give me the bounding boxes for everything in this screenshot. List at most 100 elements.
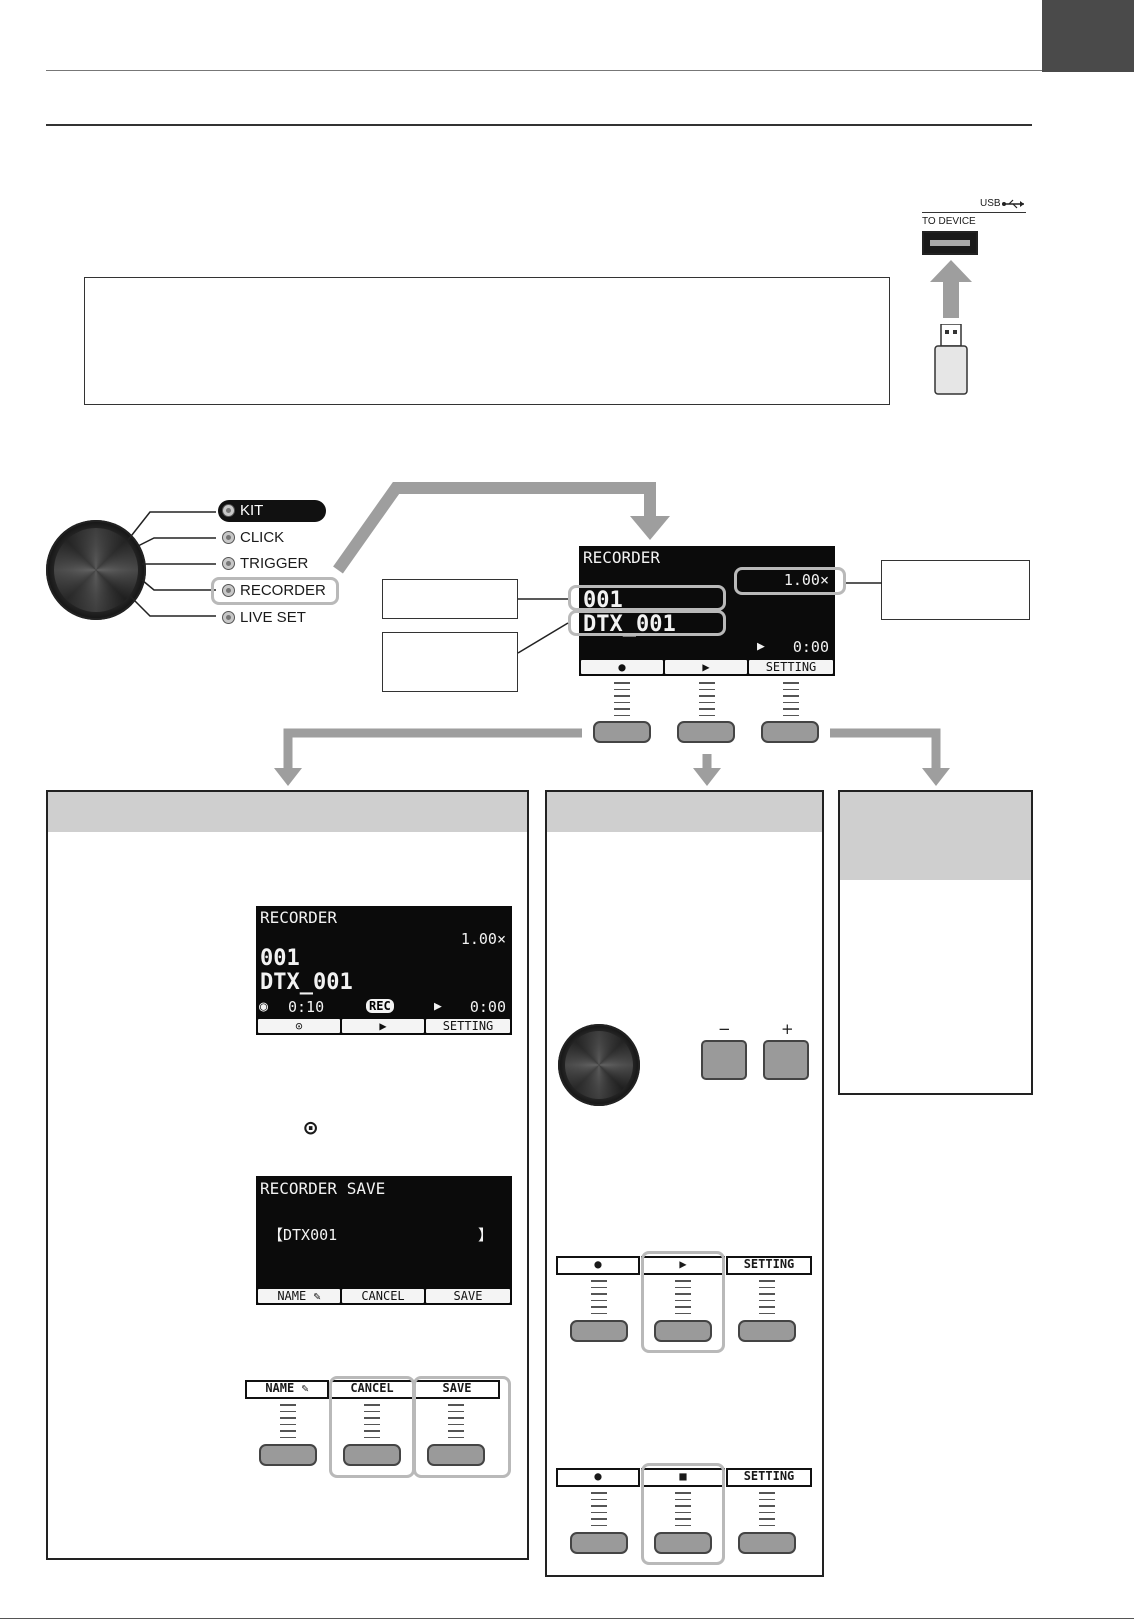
song-number: 001: [583, 588, 623, 613]
cancel-highlight: [329, 1376, 415, 1478]
note-box: [84, 277, 890, 405]
name-key-text: NAME: [265, 1381, 295, 1395]
mode-item-kit[interactable]: KIT: [218, 500, 326, 522]
rec-key-label: ●: [556, 1256, 640, 1275]
mode-led-icon: [222, 531, 235, 544]
mode-item-recorder[interactable]: RECORDER: [218, 580, 326, 602]
data-dial[interactable]: [558, 1024, 640, 1106]
usb-port-label: TO DEVICE: [922, 216, 976, 227]
softkey-play-label: ▶: [665, 660, 747, 674]
song-name: DTX_001: [583, 612, 676, 637]
recorder-highlight: [211, 577, 339, 605]
button-guide-2: [699, 682, 715, 721]
usb-label: USB: [980, 198, 1001, 209]
usb-symbol-icon: [1002, 199, 1024, 209]
name-key-label: NAME ✎: [245, 1380, 329, 1399]
footer-rule: [0, 1618, 1134, 1619]
stop-button[interactable]: [654, 1532, 712, 1554]
file-name-field-end: 】: [478, 1226, 494, 1244]
mode-led-icon: [222, 557, 235, 570]
play-icon: ▶: [434, 999, 442, 1014]
rec-button[interactable]: [570, 1532, 628, 1554]
song-name-highlight: [568, 610, 726, 636]
mode-led-icon: [222, 504, 235, 517]
button-guide: [675, 1280, 691, 1319]
button-guide: [591, 1280, 607, 1319]
usb-port-illustration: USB TO DEVICE: [918, 196, 1028, 406]
setting-key-label: SETTING: [726, 1468, 812, 1487]
name-button[interactable]: [259, 1444, 317, 1466]
rec-button[interactable]: [593, 721, 651, 743]
button-guide-1: [614, 682, 630, 721]
song-number: 001: [260, 946, 300, 971]
setting-button[interactable]: [738, 1320, 796, 1342]
callout-leader-lines: [517, 582, 882, 654]
callout-song-name: [382, 632, 518, 692]
mode-item-trigger[interactable]: TRIGGER: [218, 553, 326, 575]
usb-flash-drive-icon: [934, 324, 968, 395]
setting-button[interactable]: [738, 1532, 796, 1554]
header-rule-bottom: [46, 124, 1032, 126]
save-button[interactable]: [427, 1444, 485, 1466]
setting-key-label: SETTING: [726, 1256, 812, 1275]
mode-item-click[interactable]: CLICK: [218, 527, 326, 549]
mode-item-label: RECORDER: [240, 582, 326, 599]
screen-title: RECORDER SAVE: [260, 1179, 386, 1198]
settings-panel: [838, 790, 1033, 1095]
button-guide: [759, 1492, 775, 1531]
mode-item-label: KIT: [240, 502, 264, 519]
play-time: 0:00: [469, 998, 506, 1016]
screen-title: RECORDER: [583, 548, 661, 567]
tempo-value: 1.00×: [460, 930, 506, 948]
save-highlight: [413, 1376, 511, 1478]
minus-label: −: [718, 1020, 731, 1038]
softkey-stop-label: ⊙: [258, 1019, 340, 1033]
panel-header: [840, 792, 1031, 880]
stop-symbol-icon: ⊙: [304, 1116, 318, 1141]
cancel-button[interactable]: [343, 1444, 401, 1466]
mode-item-label: LIVE SET: [240, 609, 306, 626]
mode-item-label: CLICK: [240, 529, 285, 546]
softkey-cancel-label: CANCEL: [342, 1289, 424, 1303]
song-name: DTX_001: [260, 970, 353, 995]
mode-item-live-set[interactable]: LIVE SET: [218, 607, 326, 629]
button-guide: [759, 1280, 775, 1319]
button-guide: [280, 1404, 296, 1443]
screen-title: RECORDER: [260, 908, 338, 927]
play-time: 0:00: [792, 638, 829, 656]
panel-header: [547, 792, 822, 832]
play-highlight: [641, 1251, 725, 1353]
rec-button[interactable]: [570, 1320, 628, 1342]
button-guide: [591, 1492, 607, 1531]
softkey-setting-label: SETTING: [749, 660, 833, 674]
callout-tempo: [881, 560, 1030, 620]
setting-button[interactable]: [761, 721, 819, 743]
play-button[interactable]: [677, 721, 735, 743]
plus-button[interactable]: [763, 1040, 809, 1080]
knob-leader-lines: [127, 511, 216, 617]
mode-knob[interactable]: [46, 520, 146, 620]
recording-screen: RECORDER 1.00× 001 DTX_001 ◉ 0:10 REC ▶ …: [256, 906, 512, 1035]
plus-label: +: [781, 1020, 794, 1038]
rec-badge: REC: [366, 999, 394, 1013]
button-guide: [364, 1404, 380, 1443]
button-guide: [675, 1492, 691, 1531]
softkey-name-label: NAME ✎: [258, 1289, 340, 1303]
play-icon: ▶: [757, 639, 765, 654]
play-button[interactable]: [654, 1320, 712, 1342]
button-guide: [448, 1404, 464, 1443]
minus-button[interactable]: [701, 1040, 747, 1080]
tempo-value: 1.00×: [783, 571, 829, 589]
playback-panel: [545, 790, 824, 1577]
recording-indicator-icon: ◉: [259, 997, 269, 1015]
flow-arrow-to-screen: [333, 482, 670, 574]
panel-header: [48, 792, 527, 832]
mode-led-icon: [222, 584, 235, 597]
usb-port-socket: [922, 231, 978, 255]
usb-underline: [922, 212, 1026, 213]
recorder-save-screen: RECORDER SAVE 【DTX001 】 NAME ✎ CANCEL SA…: [256, 1176, 512, 1305]
flow-arrows-to-panels: [274, 728, 950, 786]
softkey-rec-label: ●: [581, 660, 663, 674]
chapter-tab: [1042, 0, 1134, 72]
edit-icon: ✎: [313, 1289, 321, 1303]
